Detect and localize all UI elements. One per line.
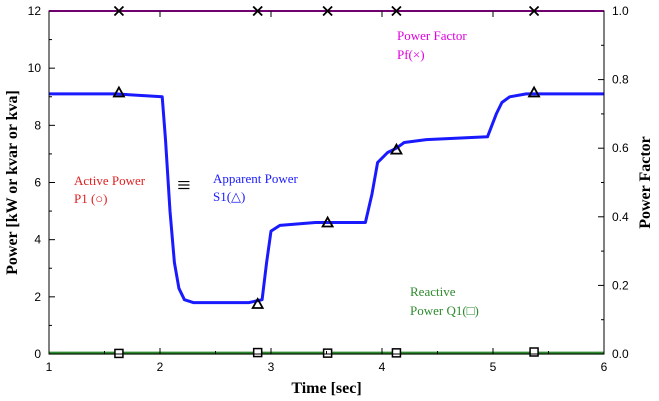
x-axis-title: Time [sec] — [291, 380, 361, 397]
annotation-power-factor-symbol: Pf(×) — [397, 47, 425, 62]
y-tick-label: 4 — [34, 233, 41, 247]
annotation-equivalence-symbol: ≡ — [177, 173, 191, 199]
x-tick-label: 2 — [157, 360, 164, 374]
y2-tick-label: 0.6 — [612, 141, 629, 155]
annotation-power-factor: Power Factor Pf(×) — [397, 28, 467, 62]
marker-apparent-power — [389, 142, 403, 155]
annotation-apparent-power-title: Apparent Power — [213, 171, 299, 186]
marker-reactive-power — [114, 348, 124, 359]
y2-tick-label: 1.0 — [612, 4, 629, 18]
y2-tick-label: 0.0 — [612, 347, 629, 361]
y-tick-label: 6 — [34, 176, 41, 190]
y2-tick-label: 0.2 — [612, 278, 629, 292]
x-tick-label: 1 — [46, 360, 53, 374]
y-axis-title: Power [kW or kvar or kva] — [4, 90, 21, 275]
annotation-active-power-symbol: P1 (○) — [74, 191, 108, 206]
marker-apparent-power — [112, 85, 126, 98]
annotation-active-power-title: Active Power — [74, 173, 146, 188]
y-tick-label: 10 — [28, 61, 42, 75]
y-tick-label: 12 — [28, 4, 42, 18]
marker-reactive-power — [529, 347, 539, 357]
x-tick-label: 5 — [490, 360, 497, 374]
annotation-apparent-power: Apparent Power S1(△) — [213, 171, 299, 204]
y2-tick-label: 0.8 — [612, 73, 629, 87]
x-tick-label: 4 — [379, 360, 386, 374]
annotation-reactive-power-symbol: Power Q1(□) — [410, 303, 479, 318]
series-line-apparent_power — [49, 92, 604, 305]
annotation-power-factor-title: Power Factor — [397, 28, 467, 43]
y-tick-label: 2 — [34, 290, 41, 304]
marker-apparent-power — [527, 85, 541, 98]
marker-reactive-power — [322, 348, 333, 358]
annotation-active-power: Active Power P1 (○) — [74, 173, 146, 206]
annotation-reactive-power-title: Reactive — [410, 284, 456, 299]
y2-tick-label: 0.4 — [612, 210, 629, 224]
annotation-reactive-power: Reactive Power Q1(□) — [410, 284, 479, 318]
x-tick-label: 6 — [601, 360, 608, 374]
y-tick-label: 8 — [34, 118, 41, 132]
y-tick-label: 0 — [34, 347, 41, 361]
annotation-apparent-power-symbol: S1(△) — [213, 189, 245, 204]
marker-apparent-power — [321, 215, 335, 228]
marker-reactive-power — [252, 347, 263, 358]
marker-apparent-power — [251, 297, 265, 309]
x-tick-label: 3 — [268, 360, 275, 374]
marker-reactive-power — [391, 348, 402, 358]
y2-axis-title: Power Factor — [637, 136, 654, 229]
